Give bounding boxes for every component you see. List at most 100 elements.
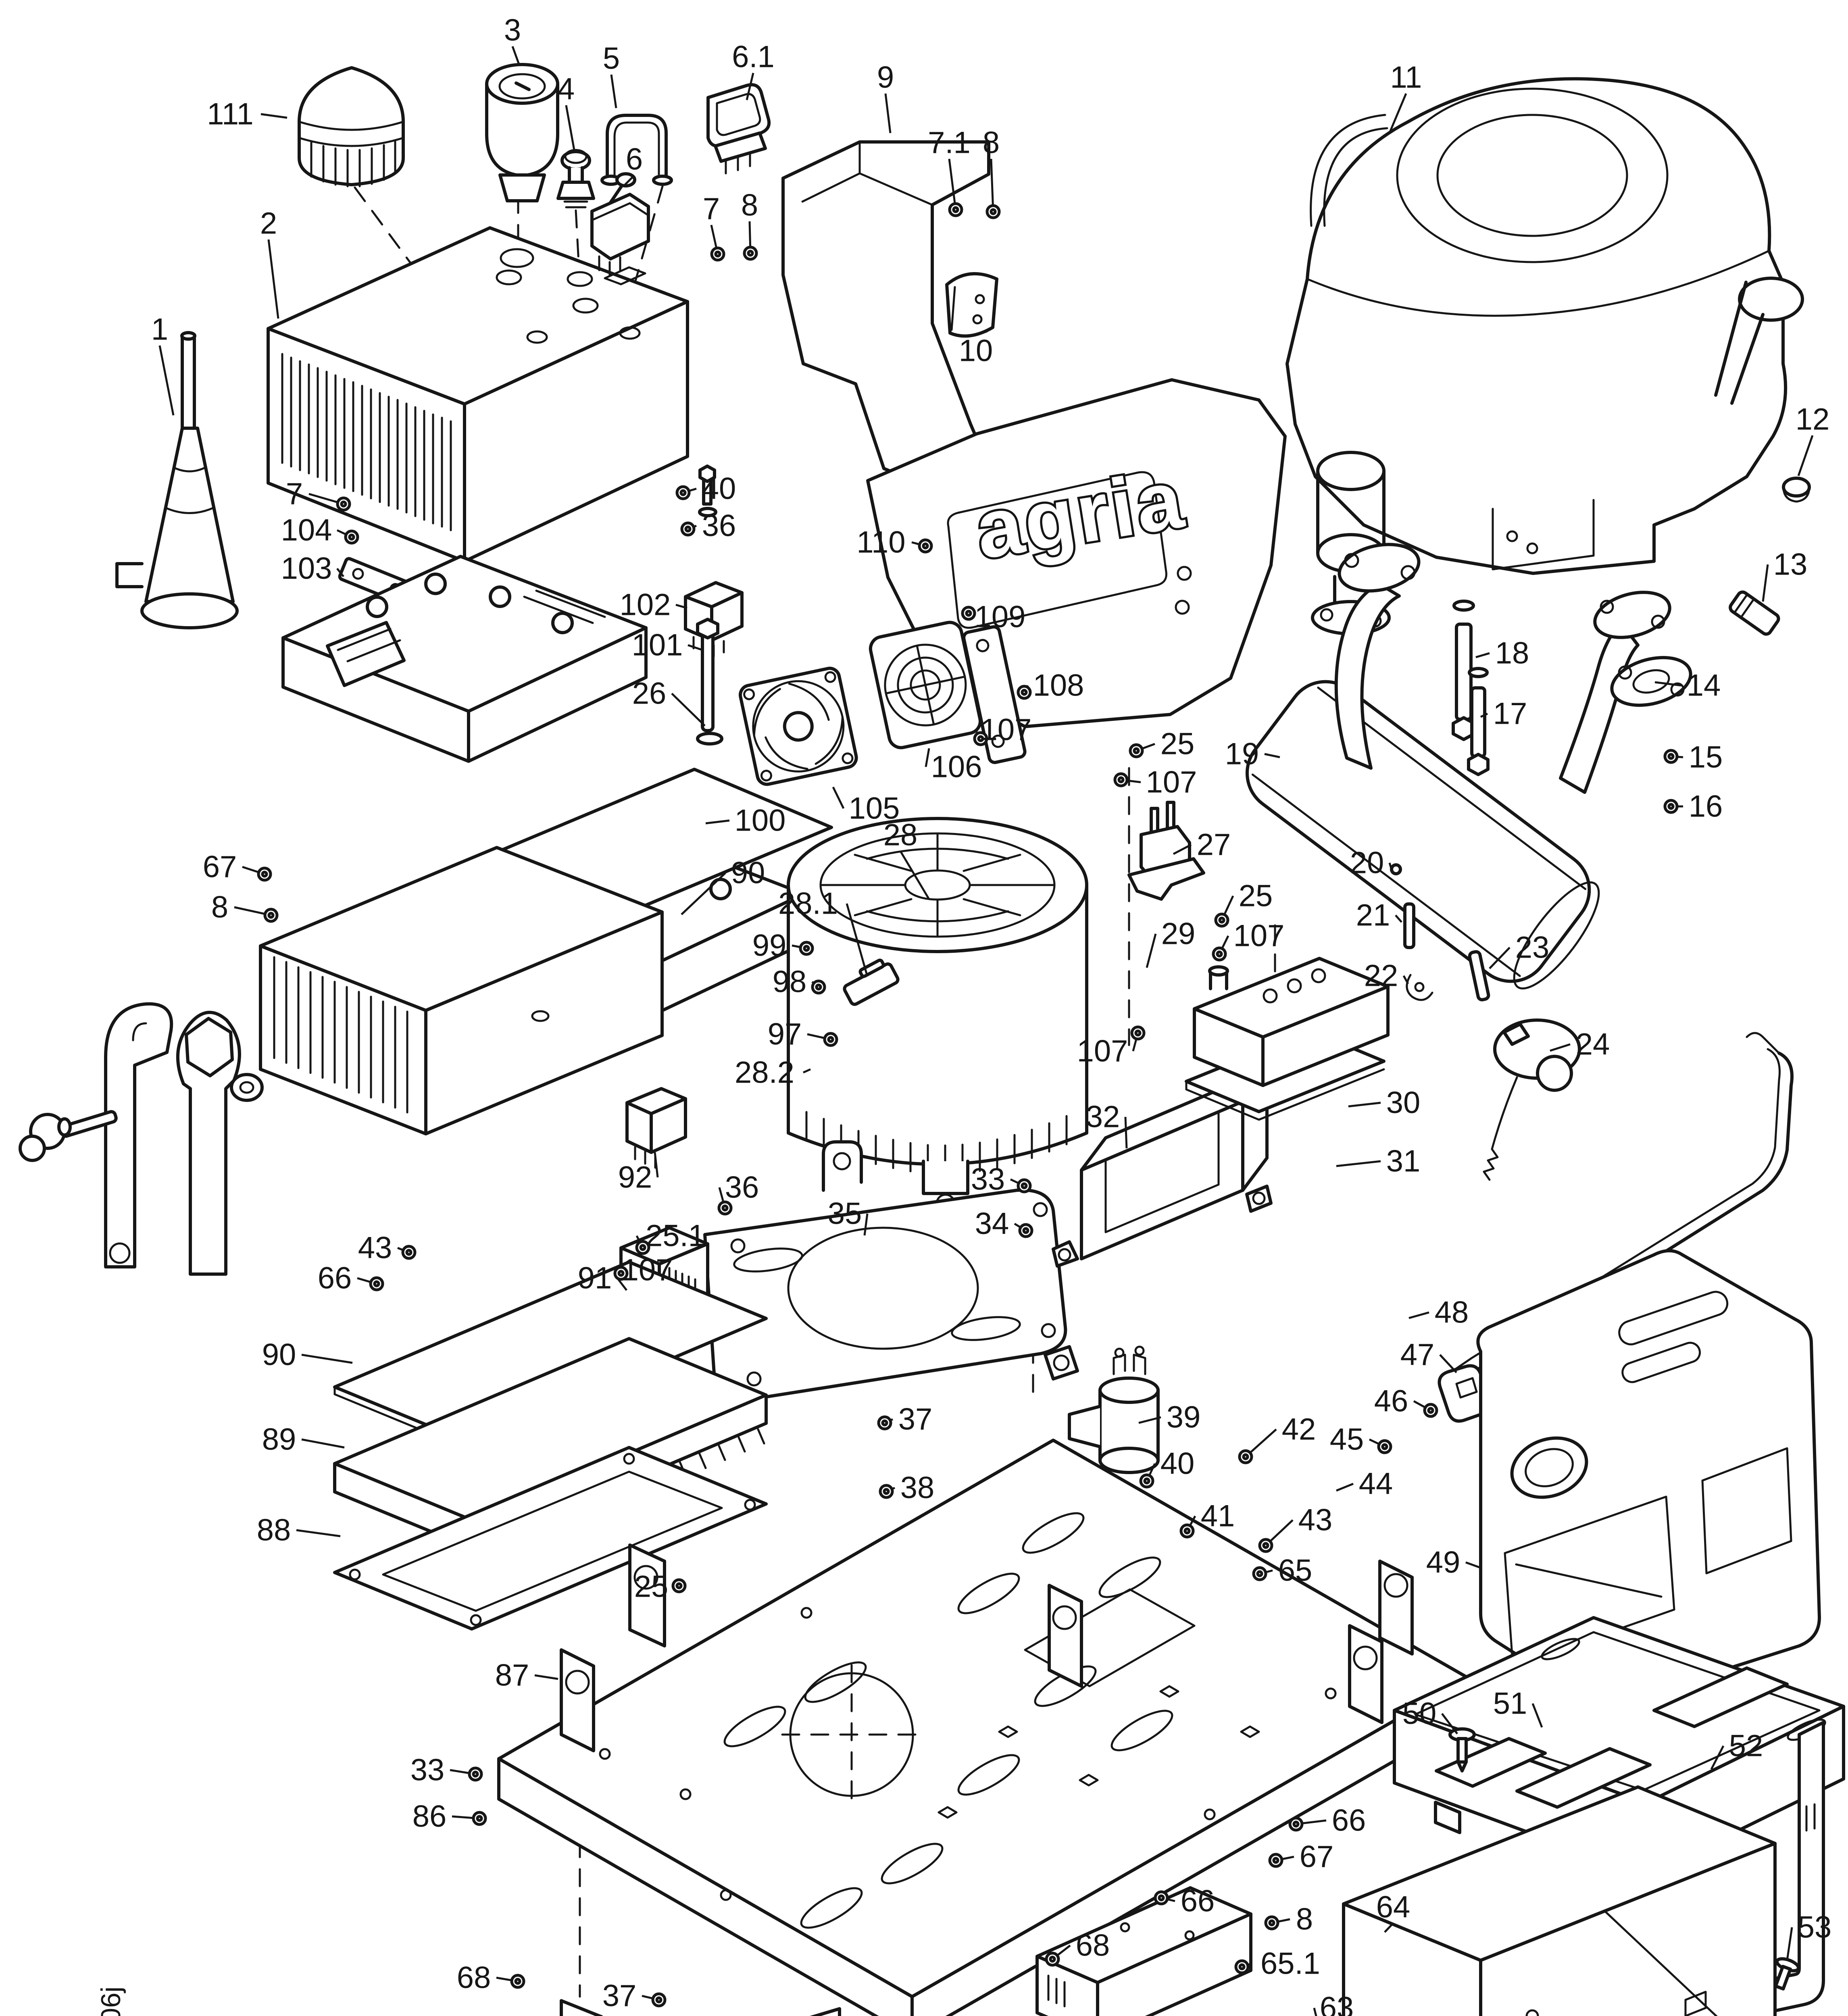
- open-end-wrench-drawing: [176, 1010, 241, 1276]
- fan-guard-drawing: [869, 621, 1027, 764]
- electric-motor-drawing: [787, 817, 1088, 1214]
- part-label-91: 91: [578, 1261, 612, 1295]
- leader-line: [158, 345, 175, 416]
- leader-line: [884, 93, 892, 133]
- leader-line: [1395, 914, 1402, 923]
- part-label-104: 104: [281, 513, 332, 548]
- part-label-101: 101: [632, 628, 683, 662]
- part-label-8: 8: [741, 188, 758, 223]
- part-label-111: 111: [207, 97, 254, 131]
- fastener-mark-center: [1049, 1956, 1056, 1963]
- part-label-1: 1: [151, 312, 168, 347]
- fastener-mark-center: [1158, 1894, 1165, 1901]
- fastener-mark-center: [803, 945, 810, 952]
- leader-line: [1348, 1102, 1381, 1108]
- part-label-25: 25: [1239, 879, 1273, 913]
- fastener-mark-center: [952, 206, 959, 213]
- leader-line: [671, 693, 706, 727]
- leader-line: [705, 819, 730, 825]
- fastener-mark-center: [684, 525, 692, 533]
- part-label-28.1: 28.1: [778, 887, 838, 921]
- fastener-mark-center: [1143, 1477, 1150, 1485]
- part-label-67: 67: [203, 850, 237, 884]
- part-label-40: 40: [702, 472, 736, 506]
- part-label-5: 5: [603, 42, 620, 76]
- part-label-25.1: 25.1: [646, 1219, 705, 1253]
- part-label-8: 8: [983, 126, 1000, 160]
- leader-line: [1762, 564, 1769, 602]
- part-label-25: 25: [1160, 727, 1195, 761]
- part-label-107: 107: [1146, 765, 1197, 800]
- part-label-7: 7: [286, 477, 303, 511]
- part-label-8: 8: [211, 890, 228, 925]
- fastener-mark-center: [1256, 1570, 1263, 1577]
- fastener-mark-center: [675, 1582, 683, 1589]
- leader-line: [1531, 1703, 1543, 1728]
- part-label-35: 35: [828, 1197, 862, 1231]
- cap-drawing: [298, 66, 405, 187]
- leader-line: [1173, 843, 1192, 855]
- part-label-24: 24: [1576, 1027, 1610, 1062]
- fastener-mark-center: [267, 912, 275, 919]
- part-label-43: 43: [358, 1231, 392, 1265]
- part-label-47: 47: [1400, 1338, 1435, 1372]
- part-label-31: 31: [1386, 1144, 1421, 1179]
- engine-drawing: [1285, 77, 1804, 635]
- control-box-drawing: [267, 226, 689, 563]
- part-label-63: 63: [1320, 1991, 1354, 2016]
- hook-wrench-drawing: [104, 1002, 173, 1268]
- jerry-can-drawing: [1476, 1249, 1821, 1706]
- fastener-mark-center: [617, 1270, 625, 1277]
- fastener-mark-center: [476, 1815, 483, 1822]
- part-label-108: 108: [1033, 669, 1084, 703]
- part-label-22: 22: [1364, 959, 1398, 993]
- fastener-mark-center: [405, 1249, 413, 1256]
- fastener-mark-center: [1183, 1527, 1191, 1535]
- leader-line: [802, 1068, 811, 1074]
- part-label-3: 3: [504, 13, 521, 48]
- relay-module-drawing: [625, 1087, 687, 1169]
- leader-line: [1146, 933, 1157, 968]
- part-label-19: 19: [1225, 737, 1259, 771]
- part-label-32: 32: [1086, 1100, 1120, 1134]
- fastener-mark-center: [881, 1419, 888, 1427]
- part-label-6.1: 6.1: [732, 40, 775, 74]
- leader-line: [975, 330, 988, 336]
- leader-line: [1408, 1311, 1429, 1319]
- charger-plug-drawing: [1127, 801, 1205, 901]
- leader-line: [1264, 753, 1280, 758]
- clamp-drawing: [945, 272, 998, 338]
- leader-lines-layer: [158, 46, 1814, 2016]
- fastener-mark-center: [1292, 1820, 1300, 1828]
- part-label-42: 42: [1282, 1412, 1316, 1447]
- part-label-33: 33: [410, 1753, 445, 1787]
- fastener-mark-center: [1238, 1963, 1246, 1970]
- part-label-99: 99: [752, 929, 787, 963]
- fastener-mark-center: [815, 983, 822, 991]
- leader-line: [336, 568, 344, 577]
- fastener-mark-center: [340, 500, 347, 508]
- part-label-16: 16: [1689, 789, 1723, 824]
- leader-line: [511, 46, 521, 66]
- leader-line: [1138, 1416, 1161, 1424]
- part-label-37: 37: [602, 1979, 637, 2013]
- leader-line: [617, 1277, 627, 1291]
- leader-line: [1654, 681, 1681, 687]
- leader-line: [1475, 652, 1490, 658]
- part-label-28: 28: [883, 818, 918, 852]
- part-label-110: 110: [856, 525, 905, 560]
- toggle-switch-drawing: [590, 172, 650, 277]
- part-label-109: 109: [975, 600, 1026, 634]
- part-label-36: 36: [725, 1170, 759, 1205]
- part-label-53: 53: [1798, 1910, 1832, 1945]
- part-label-18: 18: [1495, 636, 1529, 671]
- leader-line: [1797, 435, 1814, 476]
- part-label-44: 44: [1359, 1467, 1393, 1501]
- part-label-102: 102: [620, 588, 671, 622]
- battery-box-drawing: [1342, 1727, 1800, 2016]
- part-label-107: 107: [622, 1253, 673, 1287]
- part-label-92: 92: [618, 1160, 652, 1195]
- fastener-mark-center: [922, 542, 929, 550]
- fastener-mark-center: [1427, 1407, 1434, 1414]
- part-label-98: 98: [773, 965, 807, 999]
